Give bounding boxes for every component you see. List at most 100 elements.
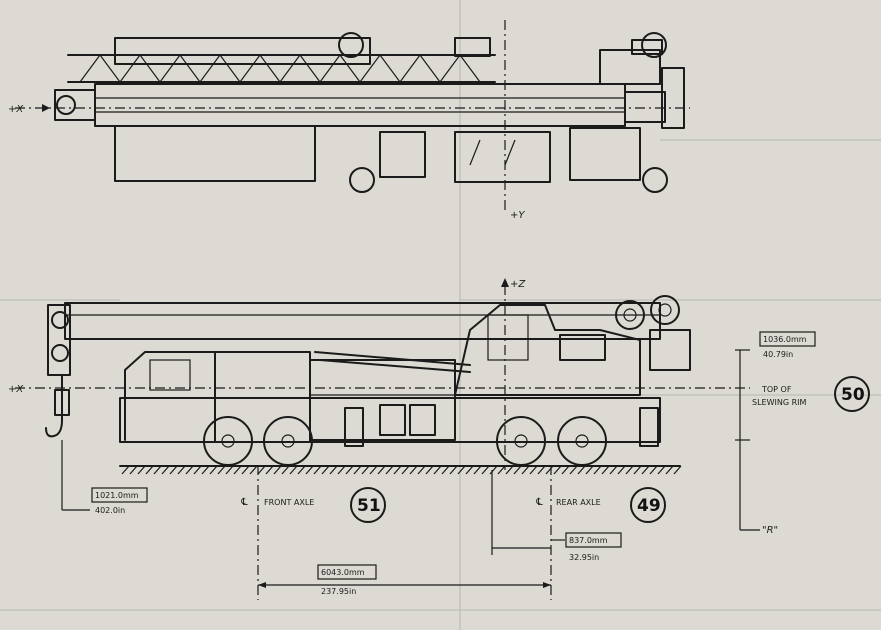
badge-51-text: 51 bbox=[357, 496, 381, 516]
wheel-front-2 bbox=[263, 416, 313, 466]
side-r-axis-label: "R" bbox=[762, 525, 778, 536]
hatch-stroke bbox=[185, 465, 194, 475]
hatch-stroke bbox=[649, 465, 658, 475]
hatch-stroke bbox=[393, 465, 402, 475]
hatch-stroke bbox=[433, 465, 442, 475]
plan-boom-head bbox=[54, 89, 96, 121]
hatch-stroke bbox=[273, 465, 282, 475]
hatch-stroke bbox=[281, 465, 290, 475]
wheels bbox=[203, 416, 607, 466]
plan-carrier-rear bbox=[454, 131, 551, 183]
hatch-stroke bbox=[217, 465, 226, 475]
hatch-stroke bbox=[121, 465, 130, 475]
hatch-stroke bbox=[153, 465, 162, 475]
hatch-stroke bbox=[129, 465, 138, 475]
plan-boom-upper-frame bbox=[114, 37, 371, 65]
hatch-stroke bbox=[489, 465, 498, 475]
hatch-stroke bbox=[553, 465, 562, 475]
hatch-stroke bbox=[345, 465, 354, 475]
hatch-stroke bbox=[673, 465, 682, 475]
rear-offset-mm: 837.0mm bbox=[569, 536, 608, 545]
front-axle-cl-symbol: ℄ bbox=[240, 497, 249, 508]
top-slewing-label-2: SLEWING RIM bbox=[752, 398, 807, 407]
axle-spacing-in: 237.95in bbox=[321, 587, 356, 596]
hatch-stroke bbox=[665, 465, 674, 475]
badge-50 bbox=[834, 376, 870, 412]
rim-height-in: 40.79in bbox=[763, 350, 793, 359]
hatch-stroke bbox=[305, 465, 314, 475]
outrigger-front bbox=[344, 407, 364, 447]
hatch-stroke bbox=[585, 465, 594, 475]
plan-wheel-1 bbox=[349, 167, 375, 193]
hatch-stroke bbox=[529, 465, 538, 475]
hatch-stroke bbox=[449, 465, 458, 475]
superstructure bbox=[454, 304, 641, 396]
wheel-front-1 bbox=[203, 416, 253, 466]
hatch-stroke bbox=[241, 465, 250, 475]
hatch-stroke bbox=[617, 465, 626, 475]
hatch-stroke bbox=[313, 465, 322, 475]
hatch-stroke bbox=[225, 465, 234, 475]
wheel-rear-1 bbox=[496, 416, 546, 466]
hook-offset-in: 402.0in bbox=[95, 506, 125, 515]
hatch-stroke bbox=[497, 465, 506, 475]
hatch-stroke bbox=[401, 465, 410, 475]
side-z-axis-label: +Z bbox=[510, 279, 526, 290]
hatch-stroke bbox=[537, 465, 546, 475]
hatch-stroke bbox=[137, 465, 146, 475]
winch-drum-1 bbox=[615, 300, 645, 330]
plan-y-axis-label: +Y bbox=[510, 210, 525, 221]
hatch-stroke bbox=[601, 465, 610, 475]
plan-x-axis-label: +X bbox=[8, 104, 24, 115]
luffing-cylinder bbox=[314, 351, 471, 366]
ground-hatch bbox=[121, 465, 682, 475]
rear-axle-cl-symbol: ℄ bbox=[535, 497, 544, 508]
rim-height-mm: 1036.0mm bbox=[763, 335, 807, 344]
hatch-stroke bbox=[201, 465, 210, 475]
hatch-stroke bbox=[609, 465, 618, 475]
badge-50-text: 50 bbox=[841, 385, 865, 405]
hatch-stroke bbox=[625, 465, 634, 475]
hatch-stroke bbox=[441, 465, 450, 475]
hatch-stroke bbox=[369, 465, 378, 475]
hatch-stroke bbox=[657, 465, 666, 475]
outrigger-rear bbox=[639, 407, 659, 447]
wheel-rear-2 bbox=[557, 416, 607, 466]
hatch-stroke bbox=[505, 465, 514, 475]
hatch-stroke bbox=[513, 465, 522, 475]
hatch-stroke bbox=[177, 465, 186, 475]
hatch-stroke bbox=[361, 465, 370, 475]
badge-49-text: 49 bbox=[637, 496, 661, 516]
hatch-stroke bbox=[297, 465, 306, 475]
hook-offset-mm: 1021.0mm bbox=[95, 491, 139, 500]
hatch-stroke bbox=[465, 465, 474, 475]
plan-wheel-2 bbox=[642, 167, 668, 193]
badge-49 bbox=[630, 487, 666, 523]
hatch-stroke bbox=[409, 465, 418, 475]
hatch-stroke bbox=[337, 465, 346, 475]
hatch-stroke bbox=[353, 465, 362, 475]
side-view: +X +Z "R" 1036.0mm 40.79in TOP OF SLEWIN… bbox=[8, 278, 870, 600]
hatch-stroke bbox=[593, 465, 602, 475]
hatch-stroke bbox=[569, 465, 578, 475]
hatch-stroke bbox=[561, 465, 570, 475]
hatch-stroke bbox=[633, 465, 642, 475]
hatch-stroke bbox=[321, 465, 330, 475]
hatch-stroke bbox=[249, 465, 258, 475]
hatch-stroke bbox=[457, 465, 466, 475]
hook-block bbox=[45, 374, 70, 438]
axle-spacing-mm: 6043.0mm bbox=[321, 568, 365, 577]
hatch-stroke bbox=[145, 465, 154, 475]
side-main-boom bbox=[64, 302, 661, 340]
hatch-stroke bbox=[425, 465, 434, 475]
hatch-stroke bbox=[481, 465, 490, 475]
hatch-stroke bbox=[233, 465, 242, 475]
plan-main-boom bbox=[94, 83, 626, 127]
hatch-stroke bbox=[209, 465, 218, 475]
plan-view: +X +Y bbox=[8, 20, 690, 221]
top-slewing-label-1: TOP OF bbox=[761, 385, 792, 394]
rear-offset-in: 32.95in bbox=[569, 553, 599, 562]
chassis-rail bbox=[119, 397, 661, 443]
hatch-stroke bbox=[641, 465, 650, 475]
